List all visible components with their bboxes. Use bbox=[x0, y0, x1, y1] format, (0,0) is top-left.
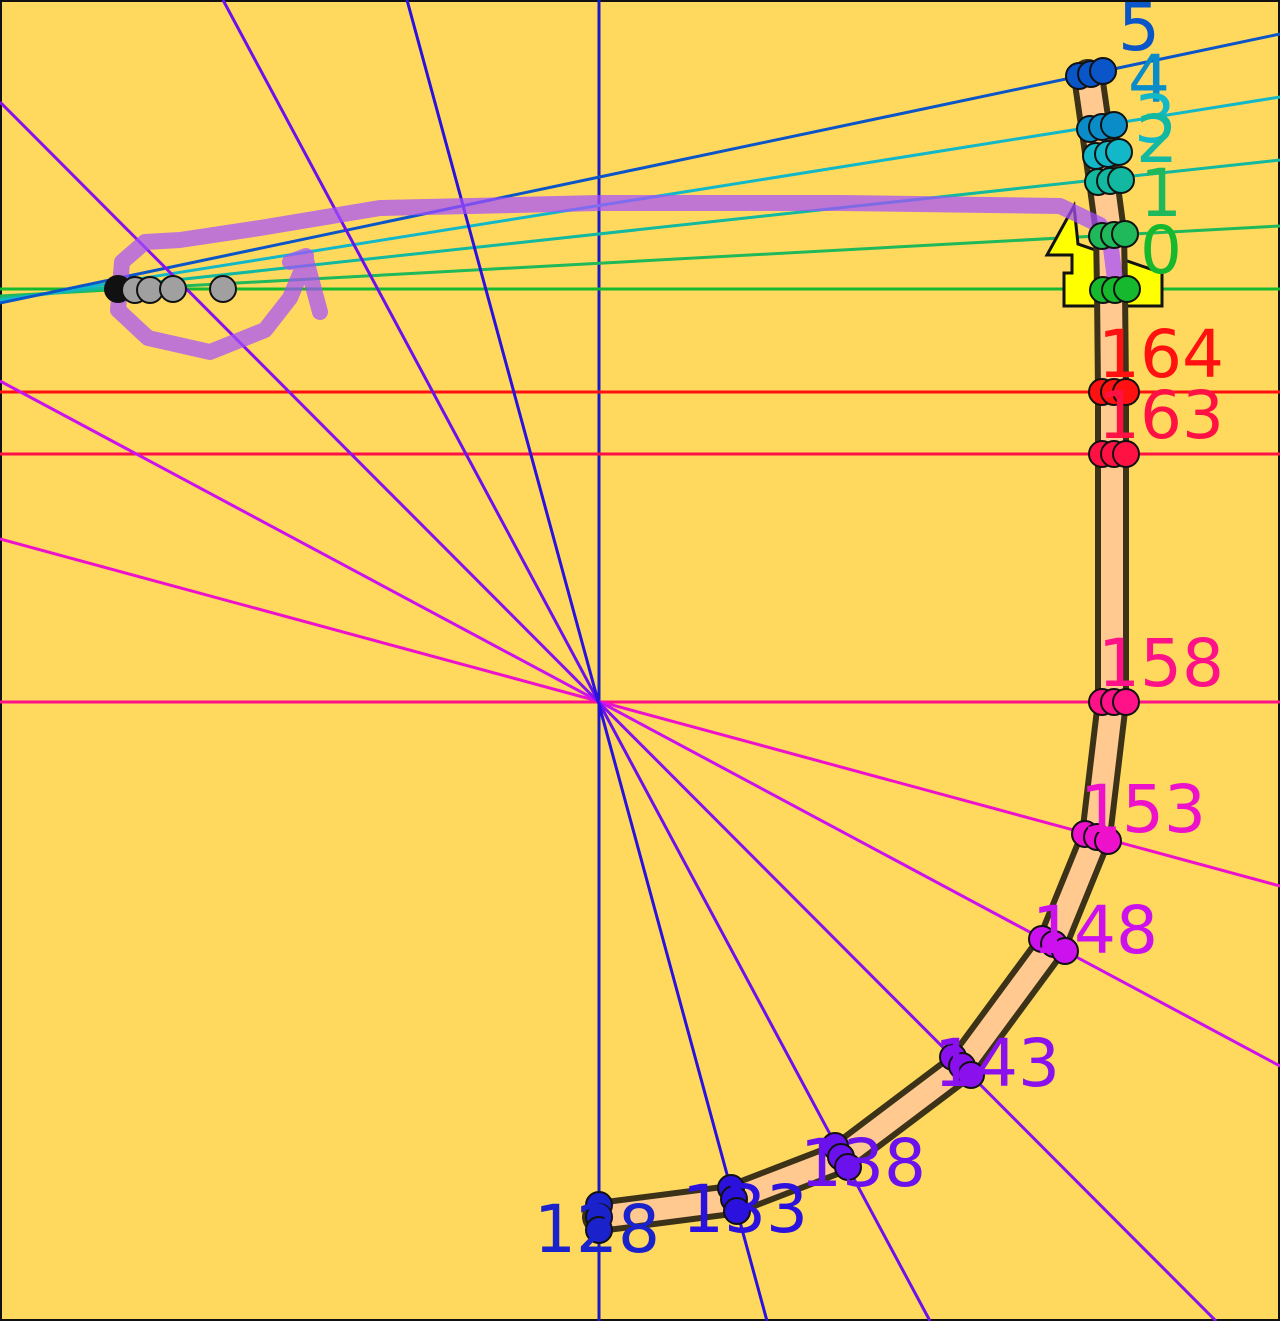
dot bbox=[1100, 111, 1128, 139]
label-0: 0 bbox=[1140, 212, 1182, 289]
label-133: 133 bbox=[682, 1171, 808, 1248]
label-4: 4 bbox=[1128, 41, 1170, 118]
dot bbox=[159, 275, 187, 303]
dot bbox=[1105, 138, 1133, 166]
dot bbox=[209, 275, 237, 303]
label-164: 164 bbox=[1098, 316, 1224, 393]
label-5: 5 bbox=[1118, 0, 1160, 66]
dot bbox=[834, 1153, 862, 1181]
dot bbox=[723, 1197, 751, 1225]
label-143: 143 bbox=[934, 1025, 1060, 1102]
dot bbox=[1051, 937, 1079, 965]
dot bbox=[957, 1061, 985, 1089]
dot bbox=[1112, 440, 1140, 468]
label-158: 158 bbox=[1098, 625, 1224, 702]
dot bbox=[1112, 378, 1140, 406]
dot bbox=[1094, 827, 1122, 855]
dot bbox=[1111, 220, 1139, 248]
dot bbox=[1089, 57, 1117, 85]
dot bbox=[1112, 688, 1140, 716]
line-153 bbox=[0, 537, 1280, 888]
dot bbox=[1107, 166, 1135, 194]
label-2: 2 bbox=[1136, 101, 1178, 178]
dot bbox=[1113, 275, 1141, 303]
line-143 bbox=[0, 100, 1218, 1321]
dot bbox=[585, 1216, 613, 1244]
gray-dots bbox=[104, 275, 237, 304]
annotation-stroke bbox=[110, 195, 1124, 360]
line-2 bbox=[0, 158, 1280, 301]
line-133 bbox=[405, 0, 769, 1321]
label-138: 138 bbox=[800, 1125, 926, 1202]
track-dots bbox=[585, 57, 1141, 1244]
label-128: 128 bbox=[534, 1191, 660, 1268]
labels: 5 4 3 2 1 0 164 163 158 153 148 143 138 … bbox=[534, 0, 1224, 1268]
label-1: 1 bbox=[1140, 155, 1182, 232]
label-148: 148 bbox=[1032, 892, 1158, 969]
label-153: 153 bbox=[1080, 771, 1206, 848]
label-3: 3 bbox=[1134, 81, 1176, 158]
label-163: 163 bbox=[1098, 377, 1224, 454]
